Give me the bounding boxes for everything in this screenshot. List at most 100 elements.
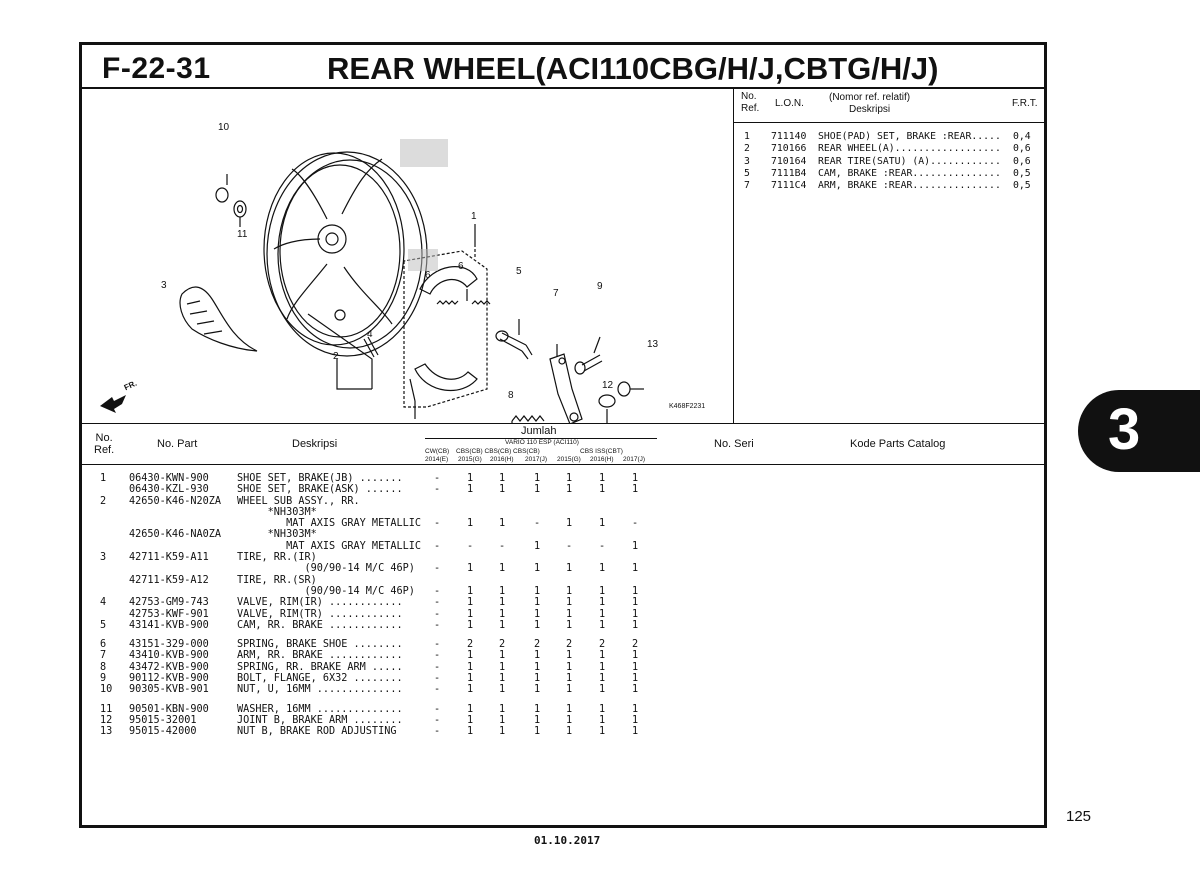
cell-desc: SHOE SET, BRAKE(JB) ....... (237, 473, 403, 484)
cell-qty: - (434, 518, 441, 530)
cell-ref: 5 (100, 619, 107, 631)
cell-desc: (90/90-14 M/C 46P) (237, 585, 415, 597)
callout-3: 3 (161, 280, 167, 291)
cell-desc: VALVE, RIM(IR) ............ (237, 597, 403, 609)
title-bar: F-22-31 REAR WHEEL(ACI110CBG/H/J,CBTG/H/… (82, 45, 1044, 89)
frt-frt: 0,4 (1013, 131, 1031, 142)
frt-frt: 0,5 (1013, 167, 1031, 179)
cell-qty: 1 (467, 714, 474, 726)
header-year: 2016(H) (590, 456, 614, 463)
callout-13: 13 (647, 339, 659, 350)
frt-table-header: No.Ref. L.O.N. (Nomor ref. relatif)Deskr… (734, 89, 1044, 123)
header-year: 2015(G) (458, 456, 482, 463)
cell-qty: 1 (467, 703, 474, 715)
cell-qty: - (434, 650, 441, 662)
cell-qty: 1 (534, 650, 541, 662)
cell-ref: 4 (100, 597, 107, 609)
page-title: REAR WHEEL(ACI110CBG/H/J,CBTG/H/J) (327, 51, 939, 86)
header-year: 2016(H) (490, 456, 514, 463)
cell-qty: 1 (632, 703, 639, 715)
cell-qty: 1 (599, 684, 606, 696)
cell-ref: 12 (100, 714, 113, 726)
exploded-diagram: 10 11 1 3 6 6 5 7 9 4 2 13 12 8 FR. K468… (82, 89, 734, 423)
cell-qty: 1 (566, 473, 573, 484)
frt-lon: 711140 (771, 131, 807, 142)
cell-ref: 2 (100, 495, 107, 507)
header-year: 2017(J) (623, 456, 646, 463)
cell-part: 06430-KZL-930 (129, 484, 209, 496)
cell-qty: 1 (499, 608, 506, 620)
cell-part: 95015-42000 (129, 726, 197, 738)
cell-desc: *NH303M* (237, 529, 317, 541)
cell-qty: 1 (467, 684, 474, 696)
header-group-cbs-iss: CBS ISS(CBT) (580, 448, 623, 455)
cell-qty: - (434, 684, 441, 696)
cell-desc: MAT AXIS GRAY METALLIC (237, 518, 422, 530)
cell-qty: - (632, 518, 639, 530)
cell-desc: TIRE, RR.(SR) (237, 574, 317, 586)
cell-desc: SHOE SET, BRAKE(ASK) ...... (237, 484, 403, 496)
parts-table-header: No.Ref. No. Part Deskripsi Jumlah VARIO … (82, 423, 1044, 465)
joint-12 (598, 394, 616, 408)
cell-desc: WASHER, 16MM .............. (237, 703, 403, 715)
cell-part: 90501-KBN-900 (129, 703, 209, 715)
cell-ref: 8 (100, 661, 107, 673)
cell-qty: 1 (499, 703, 506, 715)
cell-qty: 1 (632, 619, 639, 631)
cell-desc: *NH303M* (237, 506, 317, 518)
cell-qty: 1 (566, 563, 573, 575)
cell-qty: 1 (599, 650, 606, 662)
frt-header-frt: F.R.T. (1012, 98, 1038, 109)
brake-shoe-upper (419, 266, 478, 295)
cell-qty: 1 (599, 619, 606, 631)
cell-ref: 11 (100, 703, 113, 715)
header-no-seri: No. Seri (714, 438, 754, 450)
cell-qty: 1 (632, 714, 639, 726)
nut-10 (215, 187, 229, 203)
brake-shoe-lower (414, 363, 478, 392)
cell-part: 43151-329-000 (129, 639, 209, 651)
callout-7: 7 (553, 288, 559, 299)
cell-qty: - (566, 540, 573, 552)
cell-qty: - (434, 619, 441, 631)
cell-qty: 1 (467, 597, 474, 609)
cell-qty: 1 (566, 585, 573, 597)
cell-qty: 1 (632, 473, 639, 484)
spring-6a (436, 300, 459, 305)
cell-qty: - (434, 597, 441, 609)
cell-qty: 1 (566, 673, 573, 685)
frt-header-deskripsi: (Nomor ref. relatif)Deskripsi (829, 92, 911, 115)
cell-part: 42753-GM9-743 (129, 597, 209, 609)
tire-3 (179, 286, 258, 352)
callout-9: 9 (597, 281, 603, 292)
callout-10: 10 (218, 122, 230, 133)
cell-qty: 1 (467, 673, 474, 685)
frt-lon: 710166 (771, 143, 807, 155)
cell-qty: 1 (599, 726, 606, 738)
frt-ref: 2 (744, 143, 750, 155)
cell-qty: 1 (632, 484, 639, 496)
table-row: 42650-K46-NA0ZA *NH303M* (82, 529, 1044, 540)
section-number: 3 (1108, 397, 1141, 462)
callout-1: 1 (471, 211, 477, 222)
header-kode-parts: Kode Parts Catalog (850, 438, 946, 450)
cam-5 (499, 332, 533, 360)
spring-6b (471, 300, 491, 305)
page-number: 125 (1066, 808, 1092, 825)
header-year: 2015(G) (557, 456, 581, 463)
cell-part: 90112-KVB-900 (129, 673, 209, 685)
cell-qty: - (434, 661, 441, 673)
header-jumlah: Jumlah (521, 425, 557, 437)
cell-desc: WHEEL SUB ASSY., RR. (237, 495, 360, 507)
cell-qty: 1 (599, 585, 606, 597)
callout-5: 5 (516, 266, 522, 277)
cell-qty: 1 (534, 726, 541, 738)
cell-qty: 2 (499, 639, 506, 651)
